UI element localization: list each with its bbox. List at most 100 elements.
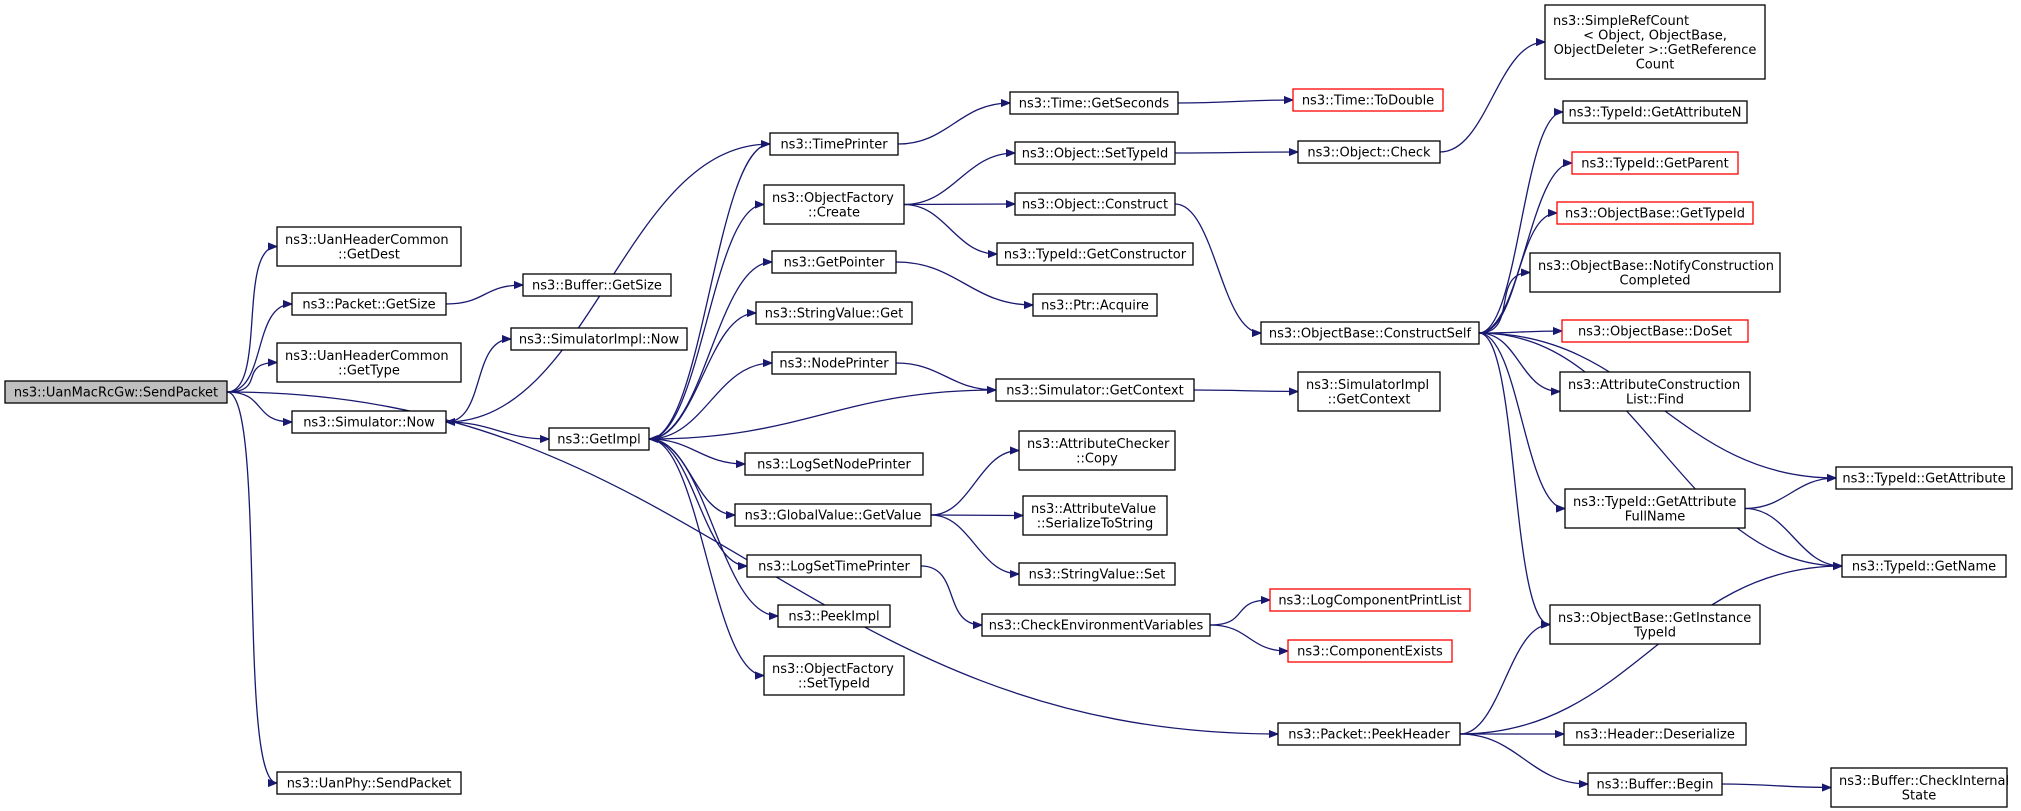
node-box (996, 242, 1194, 266)
node-label-line: ns3::StringValue::Get (765, 307, 903, 322)
edge-path (1193, 390, 1298, 392)
node-label-line: ns3::ObjectFactory (772, 191, 894, 206)
node-label-line: ns3::Object::SetTypeId (1022, 147, 1168, 162)
node-nodeprinter[interactable]: ns3::NodePrinter (771, 351, 897, 375)
node-svget[interactable]: ns3::StringValue::Get (755, 301, 913, 325)
node-box (1009, 91, 1179, 115)
node-tidgetname[interactable]: ns3::TypeId::GetName (1841, 554, 2007, 578)
node-bufgetsize[interactable]: ns3::Buffer::GetSize (522, 273, 672, 297)
node-sendpacket[interactable]: ns3::UanMacRcGw::SendPacket (4, 380, 228, 404)
node-tidgetparent[interactable]: ns3::TypeId::GetParent (1571, 151, 1739, 175)
node-tidgetattrn[interactable]: ns3::TypeId::GetAttributeN (1562, 100, 1748, 124)
edge-sendpacket-to-simnow (226, 391, 292, 422)
node-label-line: ns3::NodePrinter (779, 357, 889, 372)
node-acheckcopy[interactable]: ns3::AttributeChecker::Copy (1018, 430, 1176, 471)
edge-obconstructself-to-aclfind (1478, 332, 1560, 392)
node-getimpl[interactable]: ns3::GetImpl (548, 427, 650, 451)
node-box (1841, 554, 2007, 578)
edge-path (1478, 273, 1530, 334)
edge-obconstructself-to-obgettypeid (1478, 213, 1557, 334)
node-hdrdeser[interactable]: ns3::Header::Deserialize (1563, 722, 1747, 746)
node-getpointer[interactable]: ns3::GetPointer (771, 250, 897, 274)
node-box (734, 503, 932, 527)
edge-path (897, 103, 1010, 145)
node-obnotify[interactable]: ns3::ObjectBase::NotifyConstructionCompl… (1529, 252, 1781, 293)
node-ofsettypeid[interactable]: ns3::ObjectFactory::SetTypeId (763, 655, 905, 696)
edge-path (930, 515, 1023, 516)
edge-getimpl-to-logsetnode (648, 438, 745, 464)
node-simnow[interactable]: ns3::Simulator::Now (291, 410, 447, 434)
node-label-line: ns3::ObjectBase::GetInstance (1558, 611, 1751, 626)
edge-pktgetsize-to-bufgetsize (445, 285, 523, 305)
node-logsetnode[interactable]: ns3::LogSetNodePrinter (744, 452, 924, 476)
node-avserialize[interactable]: ns3::AttributeValue::SerializeToString (1022, 495, 1168, 536)
node-simimplgetctx[interactable]: ns3::SimulatorImpl::GetContext (1297, 371, 1441, 412)
node-label-line: ns3::LogSetTimePrinter (758, 560, 910, 575)
node-box (755, 301, 913, 325)
node-label-line: ::GetType (338, 363, 400, 378)
node-box (276, 226, 462, 267)
node-objsettypeid[interactable]: ns3::Object::SetTypeId (1014, 141, 1176, 165)
node-label-line: ns3::StringValue::Set (1029, 568, 1166, 583)
node-bufbegin[interactable]: ns3::Buffer::Begin (1587, 772, 1723, 796)
node-logsettime[interactable]: ns3::LogSetTimePrinter (746, 554, 922, 578)
node-objconstruct[interactable]: ns3::Object::Construct (1014, 192, 1176, 216)
node-box (1835, 466, 2013, 490)
node-timegetsec[interactable]: ns3::Time::GetSeconds (1009, 91, 1179, 115)
node-peekimpl[interactable]: ns3::PeekImpl (777, 604, 891, 628)
edge-path (649, 389, 997, 439)
node-label-line: ns3::LogComponentPrintList (1278, 594, 1461, 609)
node-svset[interactable]: ns3::StringValue::Set (1018, 562, 1176, 586)
node-checkenv[interactable]: ns3::CheckEnvironmentVariables (981, 613, 1211, 637)
node-objcheck[interactable]: ns3::Object::Check (1297, 140, 1441, 164)
node-tidgetctor[interactable]: ns3::TypeId::GetConstructor (996, 242, 1194, 266)
node-box (744, 452, 924, 476)
edge-tidgetattrfull-to-tidgetname (1744, 507, 1842, 567)
node-timetodouble[interactable]: ns3::Time::ToDouble (1292, 88, 1444, 112)
node-box (276, 342, 462, 383)
node-ofcreate[interactable]: ns3::ObjectFactory::Create (763, 184, 905, 225)
edge-getimpl-to-timeprinter (648, 144, 770, 440)
node-box (510, 327, 688, 351)
node-label-line: ns3::Object::Check (1307, 146, 1431, 161)
node-box (1269, 588, 1471, 612)
node-timeprinter[interactable]: ns3::TimePrinter (769, 132, 899, 156)
node-physend[interactable]: ns3::UanPhy::SendPacket (276, 771, 462, 795)
node-obgettypeid[interactable]: ns3::ObjectBase::GetTypeId (1556, 201, 1754, 225)
node-gvgetvalue[interactable]: ns3::GlobalValue::GetValue (734, 503, 932, 527)
node-label-line: ns3::Packet::PeekHeader (1288, 728, 1450, 743)
node-gettype[interactable]: ns3::UanHeaderCommon::GetType (276, 342, 462, 383)
node-obdoset[interactable]: ns3::ObjectBase::DoSet (1561, 319, 1749, 343)
node-simgetctx[interactable]: ns3::Simulator::GetContext (995, 378, 1195, 402)
node-logcompprint[interactable]: ns3::LogComponentPrintList (1269, 588, 1471, 612)
edge-objconstruct-to-obconstructself (1174, 203, 1262, 333)
node-label-line: ns3::TypeId::GetParent (1581, 157, 1729, 172)
edge-getimpl-to-nodeprinter (648, 363, 772, 440)
edge-bufbegin-to-bufcheckint (1721, 784, 1831, 788)
edge-path (1174, 152, 1298, 153)
edge-path (1478, 332, 1566, 509)
edge-ofcreate-to-objconstruct (903, 204, 1015, 205)
node-obconstructself[interactable]: ns3::ObjectBase::ConstructSelf (1260, 321, 1480, 345)
node-compexists[interactable]: ns3::ComponentExists (1287, 639, 1453, 663)
edge-ofcreate-to-tidgetctor (903, 203, 997, 255)
edge-path (648, 205, 764, 440)
node-pktgetsize[interactable]: ns3::Packet::GetSize (291, 292, 447, 316)
node-box (1571, 151, 1739, 175)
node-box (276, 771, 462, 795)
edge-path (1744, 478, 1836, 510)
node-box (771, 351, 897, 375)
node-pktpeekheader[interactable]: ns3::Packet::PeekHeader (1277, 722, 1461, 746)
node-ptracquire[interactable]: ns3::Ptr::Acquire (1032, 293, 1158, 317)
node-simimplnow[interactable]: ns3::SimulatorImpl::Now (510, 327, 688, 351)
node-getdest[interactable]: ns3::UanHeaderCommon::GetDest (276, 226, 462, 267)
node-simplerefcount[interactable]: ns3::SimpleRefCount< Object, ObjectBase,… (1544, 4, 1766, 80)
edge-pktpeekheader-to-tidgetname (1459, 566, 1842, 735)
node-tidgetattr[interactable]: ns3::TypeId::GetAttribute (1835, 466, 2013, 490)
edge-timegetsec-to-timetodouble (1177, 100, 1293, 103)
nodes-layer: ns3::UanMacRcGw::SendPacket ns3::UanHeade… (4, 4, 2013, 808)
